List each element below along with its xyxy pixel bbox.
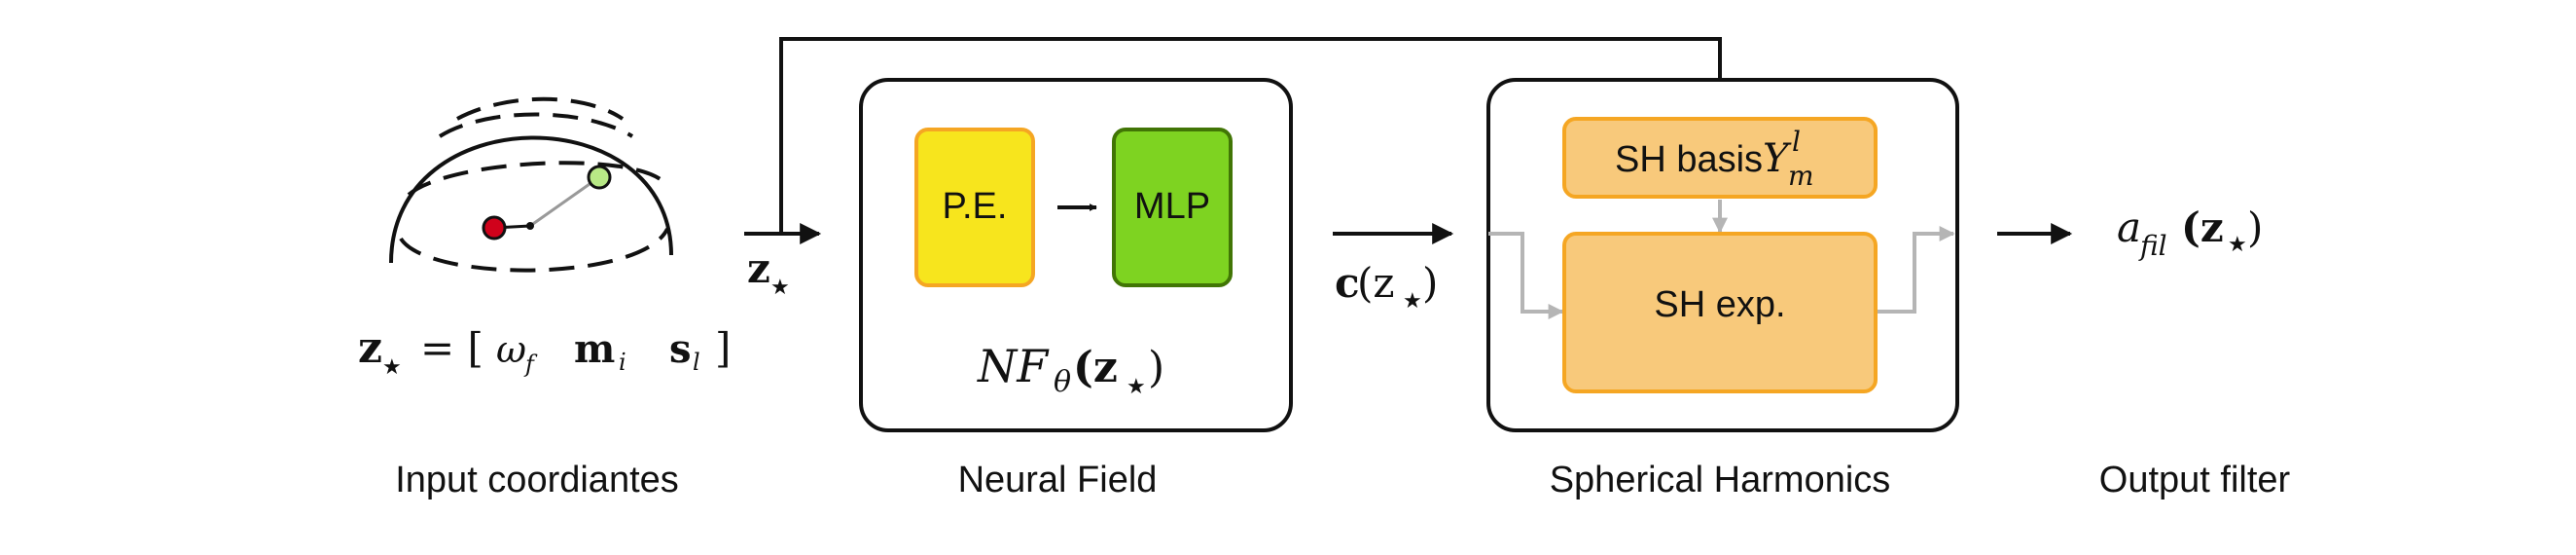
input-m: m [574, 326, 615, 372]
sh-exp-block: SH exp. [1562, 232, 1878, 393]
caption-spherical-harmonics: Spherical Harmonics [1550, 460, 1891, 500]
center-dot [526, 222, 534, 230]
hemisphere-base-ellipse [399, 228, 669, 273]
svg-text:c: c [1335, 259, 1360, 307]
sh-output-arrow [1878, 226, 1955, 314]
input-close: ] [715, 324, 731, 372]
sh-basis-symbol: Y [1763, 136, 1792, 181]
caption-output: Output filter [2099, 460, 2291, 500]
input-s: s [669, 326, 692, 372]
input-eq: = [ [420, 324, 483, 372]
sh-exp-label: SH exp. [1654, 284, 1785, 325]
red-point [482, 215, 507, 240]
svg-text:z: z [747, 244, 770, 292]
skip-connection-line [779, 37, 1731, 234]
svg-text:★: ★ [1127, 375, 1146, 399]
c-label: c (z ★ ) [1335, 259, 1438, 314]
sh-basis-sup: l [1792, 126, 1801, 158]
hemisphere-icon [389, 96, 673, 273]
hemisphere-ring-3 [456, 96, 625, 121]
svg-text:): ) [1148, 343, 1164, 392]
z-arrow-label: z ★ [747, 244, 790, 300]
svg-text:a: a [2117, 204, 2141, 251]
svg-text:fil: fil [2138, 230, 2167, 262]
svg-text:(z: (z [1357, 259, 1395, 307]
input-star: ★ [382, 355, 402, 380]
svg-text:): ) [2247, 204, 2263, 251]
input-omega-sub: f [523, 351, 538, 378]
svg-text:★: ★ [770, 276, 790, 300]
hemisphere-ring-2 [438, 112, 634, 138]
input-z: z [358, 323, 382, 373]
hemisphere-ring-1 [407, 161, 663, 197]
neural-field-formula: NF θ (z ★ ) [977, 340, 1164, 399]
green-point [587, 165, 612, 190]
sh-basis-sub: m [1788, 160, 1814, 192]
input-m-sub: i [619, 349, 626, 376]
caption-neural-field: Neural Field [958, 460, 1158, 500]
connector-line [529, 175, 600, 228]
svg-text:(z: (z [1073, 343, 1118, 392]
pe-label: P.E. [943, 186, 1008, 227]
pe-block: P.E. [914, 128, 1035, 287]
input-formula: z ★ = [ ω f m i s l ] [358, 323, 731, 380]
sh-input-arrow [1488, 232, 1564, 319]
svg-text:(z: (z [2181, 204, 2224, 251]
mlp-label: MLP [1134, 186, 1210, 227]
svg-text:θ: θ [1054, 365, 1071, 399]
svg-text:★: ★ [2228, 233, 2247, 257]
svg-text:NF: NF [977, 340, 1050, 392]
svg-text:★: ★ [1403, 289, 1422, 314]
caption-input: Input coordiantes [395, 460, 679, 500]
output-formula: a fil (z ★ ) [2117, 204, 2263, 262]
mlp-block: MLP [1112, 128, 1233, 287]
input-s-sub: l [693, 349, 700, 376]
svg-text:): ) [1422, 259, 1438, 307]
input-omega: ω [496, 328, 526, 371]
hemisphere-outline [389, 135, 673, 264]
sh-basis-label: SH basis [1615, 139, 1763, 180]
sh-basis-block: SH basis Y l m [1562, 117, 1878, 199]
